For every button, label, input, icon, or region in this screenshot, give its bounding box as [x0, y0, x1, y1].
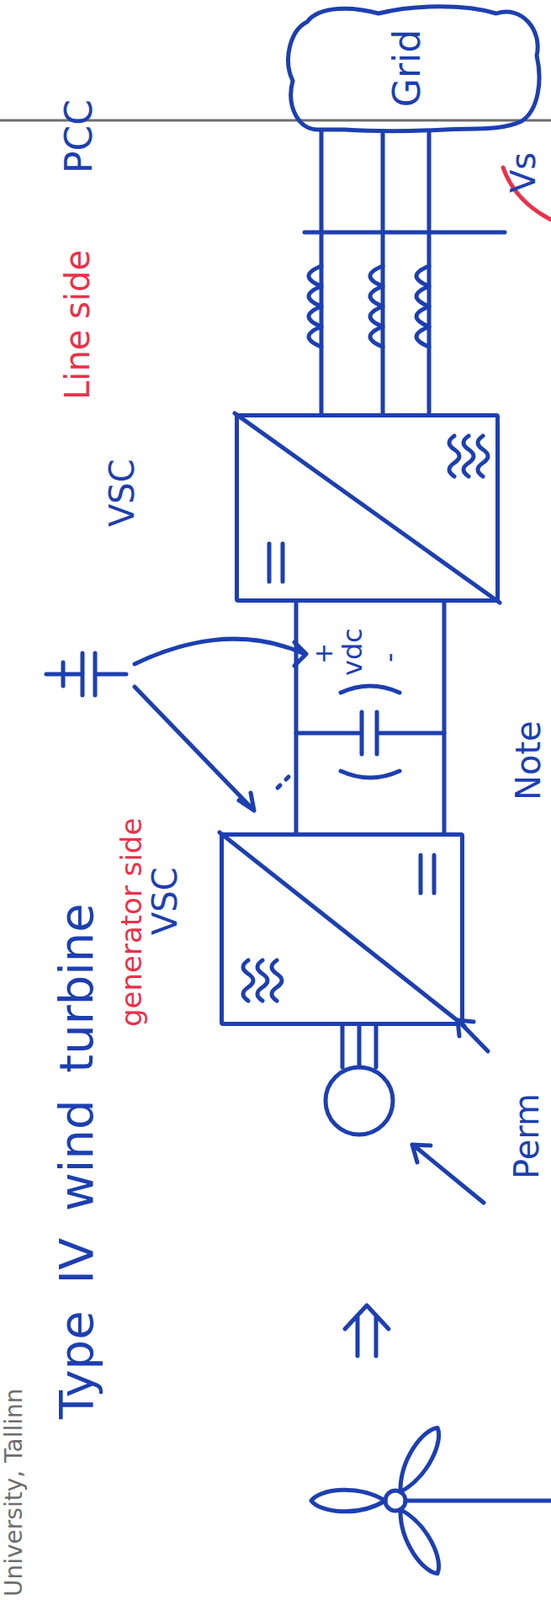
- ac-symbol: [243, 959, 282, 1001]
- node-label: Line side: [58, 249, 96, 400]
- turbine-tower: [405, 1498, 551, 1503]
- node-label: generator side: [116, 817, 148, 1027]
- footer-text: University, Tallinn: [1, 1387, 28, 1596]
- inductor-symbol: [416, 265, 430, 347]
- converter-box: generator sideVSC: [219, 831, 465, 1026]
- grid-cloud: Grid: [286, 5, 543, 132]
- connector-line: [319, 131, 324, 414]
- generator-symbol: [325, 1066, 393, 1134]
- tick-marks: [277, 776, 289, 788]
- dc-capacitor: [296, 711, 445, 754]
- rotor-hub: [385, 1489, 406, 1510]
- connector-line: [294, 602, 299, 832]
- leader-arrow: [134, 638, 307, 666]
- pcc-label: PCC: [58, 99, 100, 174]
- connector-line: [381, 131, 386, 414]
- rotor-blade: [391, 1421, 447, 1497]
- connector: [429, 131, 430, 414]
- connector: [321, 131, 323, 414]
- ac-symbol: [449, 435, 488, 477]
- node-label: VSC: [146, 866, 184, 935]
- node-label: Grid: [386, 5, 428, 132]
- leader-arrow: [134, 686, 255, 811]
- converter-diagonal: [219, 831, 465, 1026]
- note-text: Note: [509, 720, 547, 801]
- rotor-blade: [311, 1488, 386, 1511]
- connector-line: [427, 131, 432, 414]
- converter-diagonal: [234, 413, 500, 603]
- voltage-label: Vs: [504, 152, 542, 193]
- note-text: Perm: [508, 1092, 546, 1179]
- connector: [382, 131, 384, 414]
- connector-line: [442, 602, 447, 832]
- pointer-arrow: [412, 1144, 484, 1203]
- pcc-bar: [304, 230, 505, 235]
- three-phase-wires: [342, 1025, 377, 1067]
- bracket: [340, 685, 400, 778]
- diagram-title: Type IV wind turbine: [50, 902, 103, 1419]
- node-label: VSC: [103, 458, 141, 527]
- polarity-sign: -: [375, 651, 405, 663]
- polarity-sign: +: [309, 642, 338, 664]
- voltage-label: vdc: [338, 627, 368, 676]
- converter-box: Line sideVSC: [234, 413, 500, 603]
- dc-symbol: [269, 543, 283, 582]
- shaft-arrow: [344, 1304, 389, 1356]
- inductor-symbol: [308, 265, 322, 347]
- connector: [444, 602, 446, 832]
- inductor-symbol: [370, 265, 383, 347]
- dc-symbol: [420, 854, 435, 893]
- capacitor-symbol: [46, 652, 127, 695]
- connector: [296, 602, 297, 832]
- rotor-blade: [391, 1503, 447, 1579]
